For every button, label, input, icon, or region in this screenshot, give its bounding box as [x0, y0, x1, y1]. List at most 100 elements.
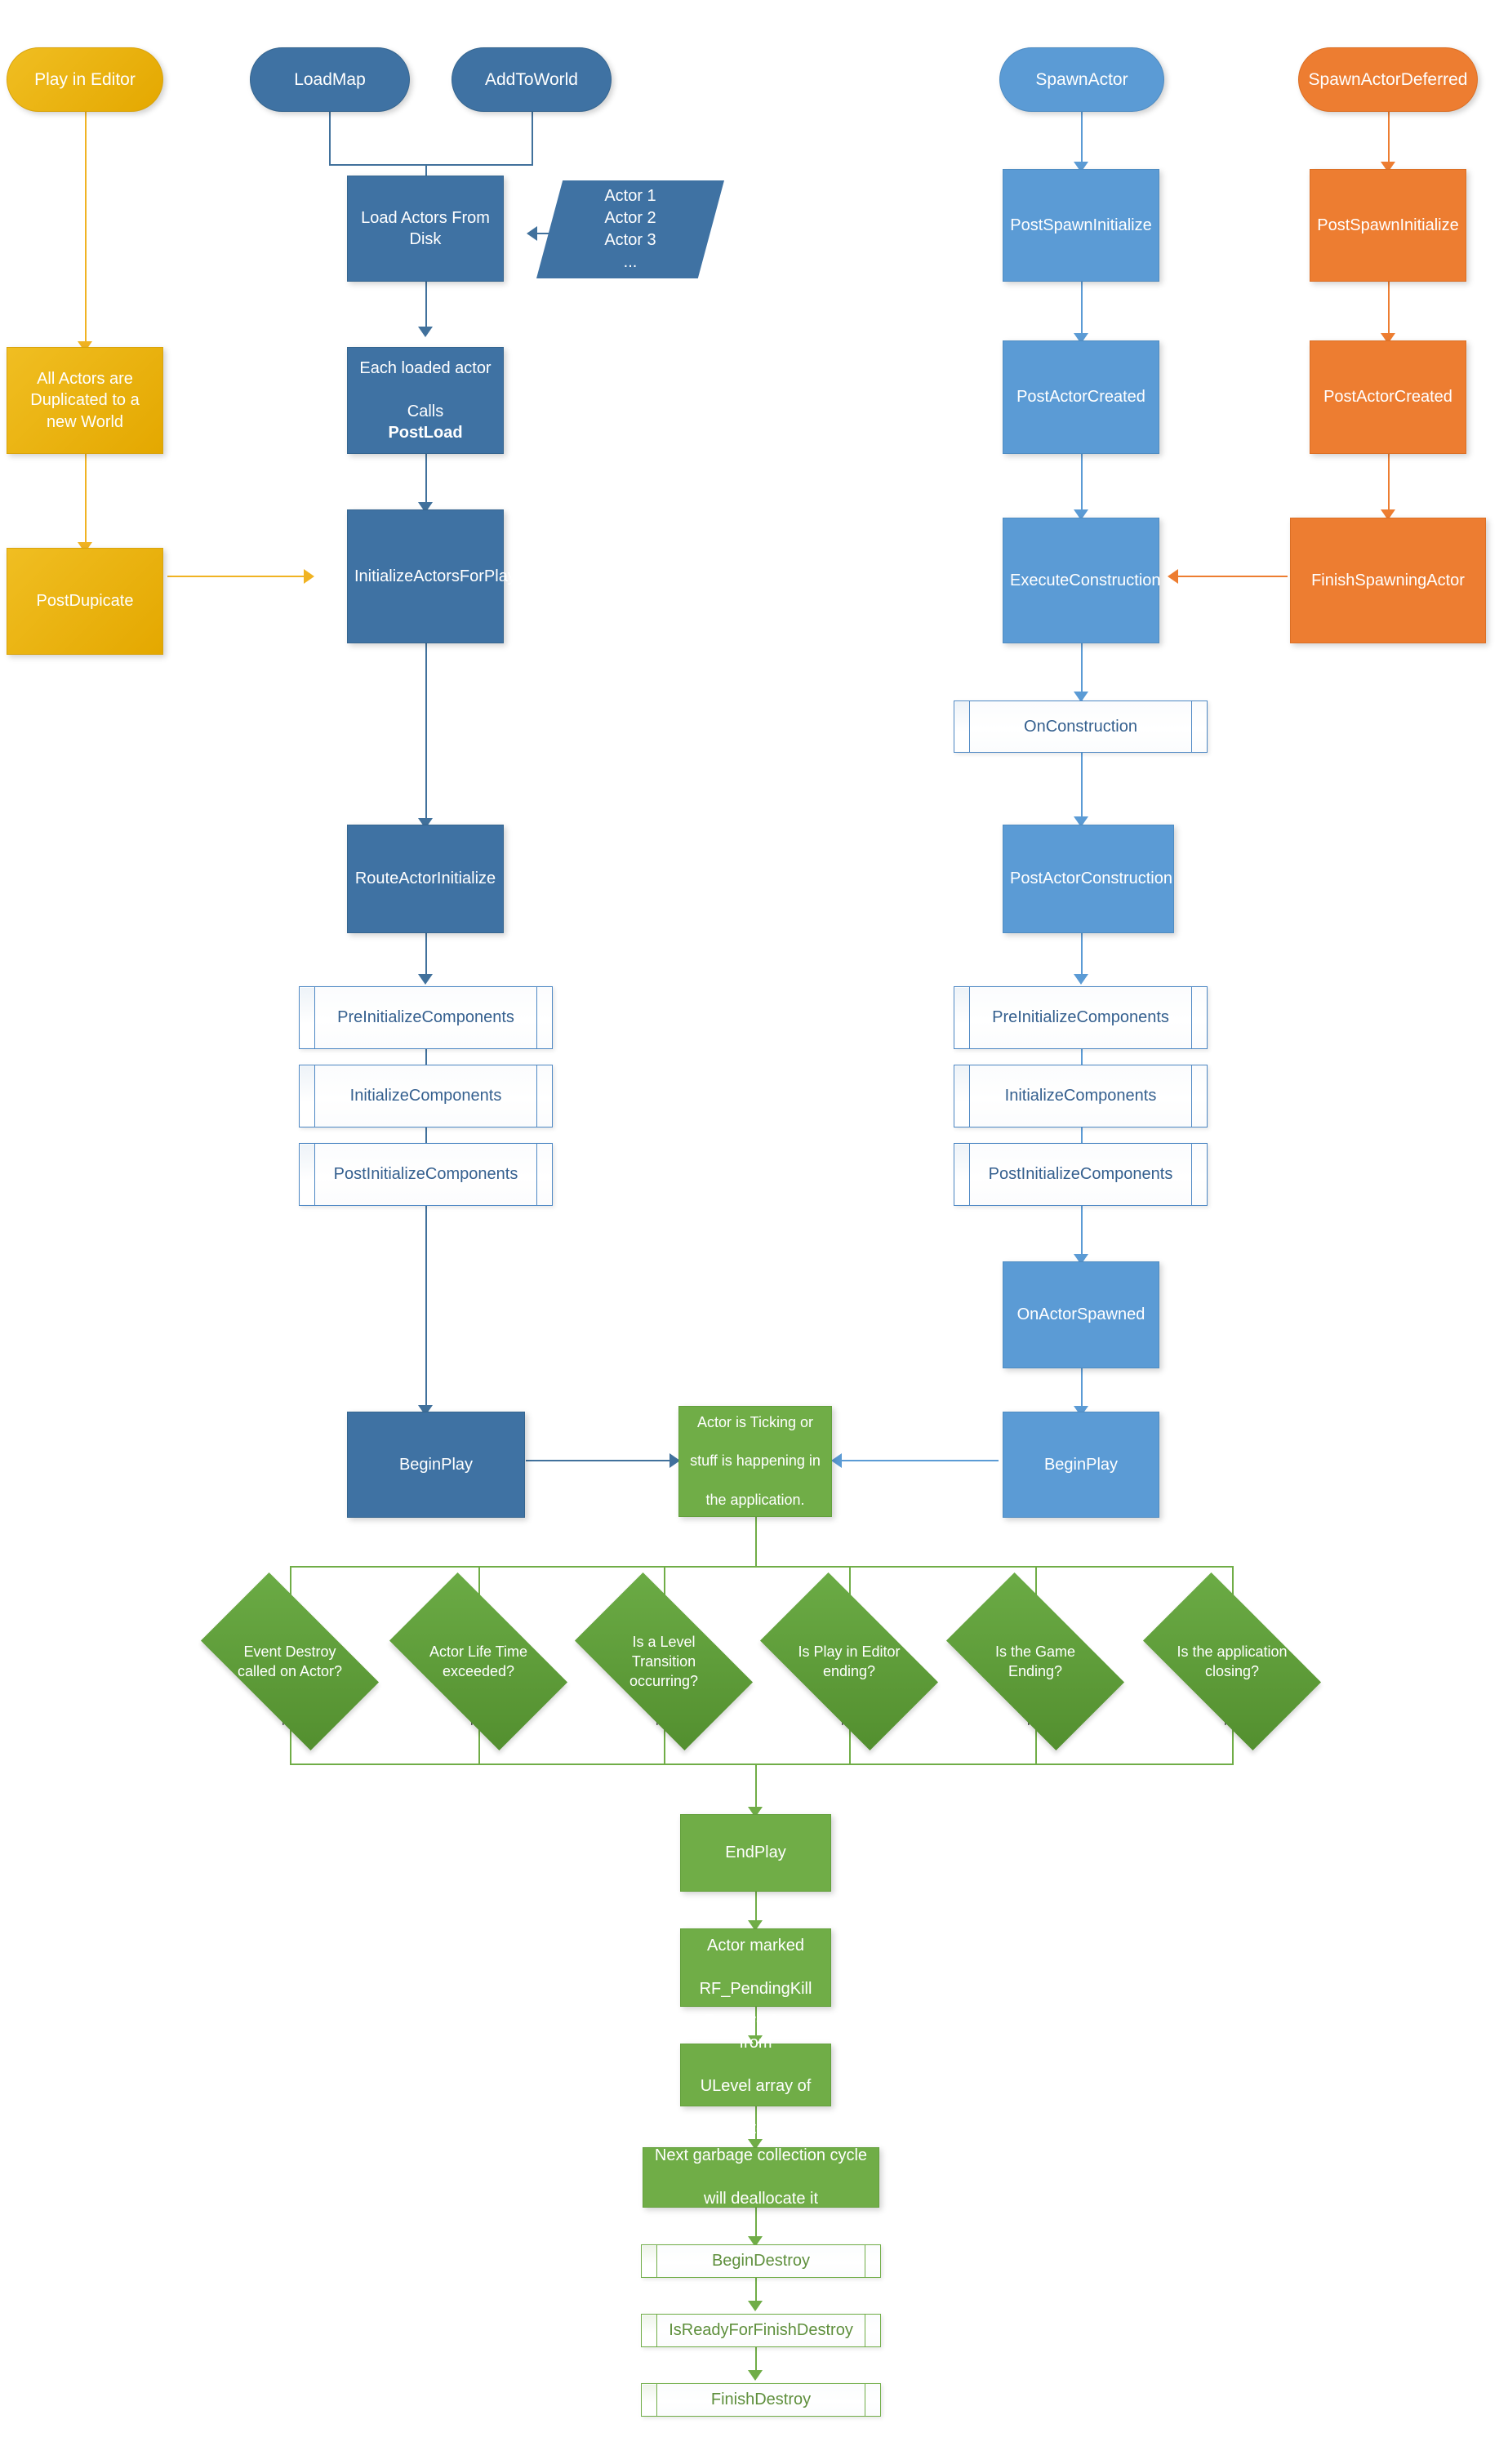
node-routeactorinitialize[interactable]: RouteActorInitialize	[347, 825, 504, 933]
branch-drop-2	[478, 1566, 480, 1613]
node-finishdestroy[interactable]: FinishDestroy	[641, 2383, 881, 2417]
branch-drop-3	[664, 1566, 665, 1613]
node-begindestroy[interactable]: BeginDestroy	[641, 2244, 881, 2278]
edge-postinit-to-beginplay	[425, 1206, 427, 1412]
arrowhead	[748, 2035, 763, 2046]
subproc-bar-left	[314, 987, 315, 1048]
decision-play-in-editor-ending[interactable]: Is Play in Editor ending?	[760, 1572, 938, 1750]
node-actor-marked-pendingkill[interactable]: Actor marked RF_PendingKill	[680, 1928, 831, 2007]
node-load-actors-from-disk[interactable]: Load Actors From Disk	[347, 176, 504, 282]
subproc-bar-right	[536, 1065, 537, 1127]
branch-drop-1	[290, 1566, 291, 1613]
yes-tail-2	[478, 1708, 480, 1765]
node-postduplicate[interactable]: PostDupicate	[7, 548, 163, 655]
arrowhead	[831, 1453, 842, 1468]
decision-level-transition[interactable]: Is a Level Transition occurring?	[575, 1572, 753, 1750]
edge-ticking-to-branchbus	[755, 1517, 757, 1568]
edge-postactorcreated-to-finishspawning	[1388, 454, 1390, 518]
node-postinitializecomponents-load[interactable]: PostInitializeComponents	[299, 1143, 553, 1206]
node-play-in-editor[interactable]: Play in Editor	[7, 47, 163, 112]
subproc-bar-left	[314, 1065, 315, 1127]
postload-bold: PostLoad	[388, 423, 463, 442]
branch-drop-5	[1035, 1566, 1037, 1613]
edge-onactorspawned-to-beginplay	[1081, 1368, 1083, 1413]
decision-2-line-1: Is a Level	[632, 1633, 696, 1650]
edge-merge-to-endplay	[755, 1763, 757, 1814]
subproc-gutter	[643, 2385, 656, 2415]
node-executeconstruction[interactable]: ExecuteConstruction	[1003, 518, 1161, 643]
actor-list-line-3: Actor 3	[604, 231, 656, 249]
decision-4-line-1: Is the Game	[994, 1643, 1076, 1660]
edge-finishspawning-to-executeconstruction	[1173, 576, 1288, 577]
node-preinitializecomponents-load[interactable]: PreInitializeComponents	[299, 986, 553, 1049]
node-onactorspawned[interactable]: OnActorSpawned	[1003, 1261, 1159, 1368]
arrowhead	[748, 2236, 763, 2247]
node-initializecomponents-load[interactable]: InitializeComponents	[299, 1065, 553, 1127]
edge-load-merge-bus	[329, 164, 533, 166]
yes-tail-6	[1232, 1708, 1234, 1765]
node-onconstruction[interactable]: OnConstruction	[954, 701, 1208, 753]
node-actor-list-data: Actor 1 Actor 2 Actor 3 ...	[536, 180, 724, 278]
node-initializeactorsforplay[interactable]: InitializeActorsForPlay	[347, 509, 516, 643]
subproc-gutter	[300, 1066, 314, 1126]
subproc-gutter	[643, 2246, 656, 2276]
node-actor-ticking[interactable]: Actor is Ticking or stuff is happening i…	[678, 1406, 832, 1517]
node-postinitializecomponents-spawn[interactable]: PostInitializeComponents	[954, 1143, 1208, 1206]
node-postactorcreated-spawn[interactable]: PostActorCreated	[1003, 340, 1159, 454]
edge-remove-to-gc	[755, 2106, 757, 2147]
decision-1-line-1: Actor Life Time	[429, 1643, 528, 1660]
decision-3-line-2: ending?	[822, 1663, 876, 1679]
subproc-bar-left	[656, 2384, 657, 2416]
edge-loadmap-down	[329, 112, 331, 165]
decision-2-line-2: Transition	[631, 1652, 696, 1670]
subproc-gutter	[955, 702, 969, 751]
node-isreadyforfinishdestroy[interactable]: IsReadyForFinishDestroy	[641, 2314, 881, 2347]
decision-game-ending[interactable]: Is the Game Ending?	[946, 1572, 1124, 1750]
edge-spawndeferred-to-postspawninit	[1388, 112, 1390, 169]
edge-loadactors-to-postload	[425, 282, 427, 333]
subproc-bar-left	[969, 1065, 970, 1127]
node-next-gc-cycle[interactable]: Next garbage collection cycle will deall…	[643, 2146, 879, 2208]
decision-application-closing[interactable]: Is the application closing?	[1143, 1572, 1321, 1750]
ticking-line-2: stuff is happening in	[690, 1452, 821, 1470]
branch-bus	[290, 1566, 1234, 1568]
edge-spawnactor-to-postspawninit	[1081, 112, 1083, 169]
actor-list-line-2: Actor 2	[604, 209, 656, 227]
node-addtoworld[interactable]: AddToWorld	[452, 47, 612, 112]
node-remove-actor-from-ulevel[interactable]: Remove Actor from ULevel array of Actors	[680, 2012, 831, 2137]
edge-postactorcreated-to-executeconstruction	[1081, 454, 1083, 518]
edge-onconstruction-to-postactorconstruction	[1081, 753, 1083, 825]
decision-5-line-2: closing?	[1204, 1663, 1260, 1679]
remove-line-2: ULevel array of	[700, 2076, 812, 2095]
node-beginplay-spawn[interactable]: BeginPlay	[1003, 1412, 1159, 1518]
node-spawnactor[interactable]: SpawnActor	[999, 47, 1164, 112]
node-postactorcreated-deferred[interactable]: PostActorCreated	[1310, 340, 1466, 454]
node-all-actors-duplicated[interactable]: All Actors are Duplicated to a new World	[7, 347, 163, 454]
edge-postspawninit-to-postactorcreated-def	[1388, 282, 1390, 340]
node-beginplay-load[interactable]: BeginPlay	[347, 1412, 525, 1518]
arrowhead	[1074, 509, 1088, 520]
subproc-bar-left	[656, 2245, 657, 2277]
node-spawnactordeferred[interactable]: SpawnActorDeferred	[1298, 47, 1478, 112]
node-loadmap[interactable]: LoadMap	[250, 47, 410, 112]
edge-preinit-to-init-spawn	[1081, 1049, 1083, 1078]
node-finishspawningactor[interactable]: FinishSpawningActor	[1290, 518, 1486, 643]
subproc-bar-right	[536, 987, 537, 1048]
node-initializecomponents-spawn[interactable]: InitializeComponents	[954, 1065, 1208, 1127]
arrowhead	[748, 2370, 763, 2381]
subproc-bar-right	[1191, 701, 1192, 752]
arrowhead	[748, 1920, 763, 1931]
node-postactorconstruction[interactable]: PostActorConstruction	[1003, 825, 1174, 933]
node-endplay[interactable]: EndPlay	[680, 1814, 831, 1892]
node-postspawninitialize-spawn[interactable]: PostSpawnInitialize	[1003, 169, 1159, 282]
decision-actor-lifetime[interactable]: Actor Life Time exceeded?	[389, 1572, 567, 1750]
arrowhead	[1381, 509, 1395, 520]
subproc-gutter	[955, 1145, 969, 1204]
edge-postactorconstruction-to-preinit	[1081, 933, 1083, 981]
edge-routeactor-to-preinit	[425, 933, 427, 981]
node-each-loaded-actor-calls-postload[interactable]: Each loaded actor Calls PostLoad	[347, 347, 504, 454]
node-preinitializecomponents-spawn[interactable]: PreInitializeComponents	[954, 986, 1208, 1049]
node-postspawninitialize-deferred[interactable]: PostSpawnInitialize	[1310, 169, 1466, 282]
edge-postduplicate-to-initializeactors	[167, 576, 306, 577]
decision-event-destroy[interactable]: Event Destroy called on Actor?	[201, 1572, 379, 1750]
